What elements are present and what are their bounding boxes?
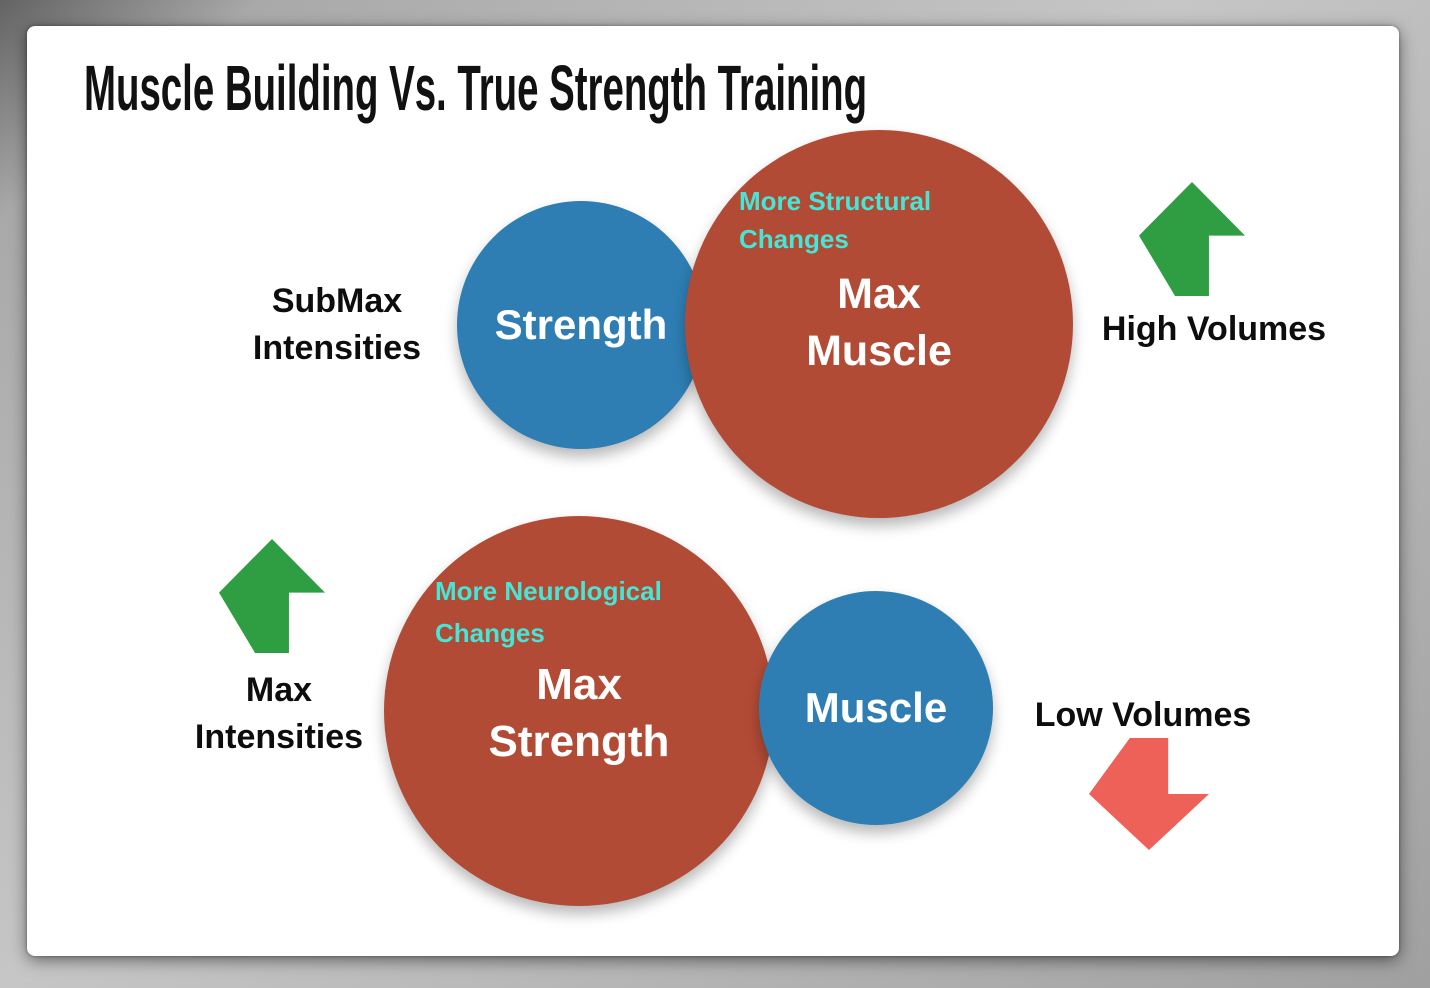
down-arrow-icon (1089, 738, 1209, 850)
max-muscle-label-line2: Muscle (806, 327, 952, 375)
muscle-circle-bottom-label: Muscle (804, 684, 948, 731)
submax-intensities-label: SubMax Intensities (177, 278, 497, 372)
max-muscle-label: Max Muscle (685, 266, 1073, 380)
neurological-changes-line2: Changes (435, 618, 545, 648)
strength-circle-top: Strength (457, 201, 705, 449)
strength-circle-top-label: Strength (494, 301, 668, 348)
page-title: Muscle Building Vs. True Strength Traini… (84, 52, 868, 124)
max-muscle-circle: More Structural Changes Max Muscle (685, 130, 1073, 518)
muscle-circle-bottom: Muscle (759, 591, 993, 825)
max-intensities-label: Max Intensities (124, 667, 434, 761)
up-arrow-icon (1139, 182, 1245, 296)
up-arrow-icon (219, 539, 325, 653)
max-strength-circle: More Neurological Changes Max Strength (384, 516, 774, 906)
neurological-changes-annotation: More Neurological Changes (435, 570, 662, 654)
submax-intensities-line1: SubMax (271, 282, 403, 320)
max-strength-label-line2: Strength (488, 717, 670, 766)
structural-changes-line2: Changes (739, 224, 849, 254)
neurological-changes-line1: More Neurological (435, 576, 662, 606)
max-intensities-line1: Max (245, 671, 313, 709)
slide-card: Muscle Building Vs. True Strength Traini… (27, 26, 1399, 956)
submax-intensities-line2: Intensities (252, 329, 422, 367)
max-strength-label: Max Strength (384, 656, 774, 770)
structural-changes-annotation: More Structural Changes (739, 182, 931, 258)
max-strength-label-line1: Max (536, 660, 622, 709)
high-volumes-label: High Volumes (1101, 310, 1327, 348)
structural-changes-line1: More Structural (739, 186, 932, 216)
max-muscle-label-line1: Max (837, 270, 921, 318)
max-intensities-line2: Intensities (194, 718, 364, 756)
low-volumes-label: Low Volumes (1034, 696, 1252, 734)
